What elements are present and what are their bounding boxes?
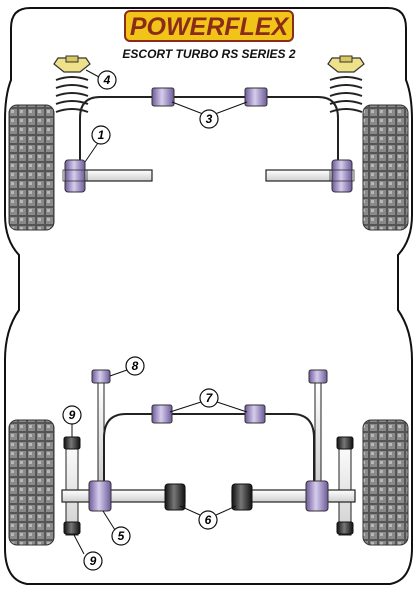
callout-1: 1 xyxy=(84,125,111,163)
rear-right-inner-arm-bush xyxy=(231,483,253,511)
callout-6: 6 xyxy=(179,505,237,530)
callout-9-upper: 9 xyxy=(62,405,82,437)
callout-9-upper-label: 9 xyxy=(69,408,76,422)
rear-right-drop-link xyxy=(314,382,322,484)
rear-left-inner-arm-bush xyxy=(164,483,186,511)
front-right-top-mount xyxy=(327,55,365,73)
front-right-wishbone-bush xyxy=(329,159,355,193)
callout-9-lower-label: 9 xyxy=(90,554,97,568)
rear-right-drop-link-bush xyxy=(308,369,328,384)
callout-3: 3 xyxy=(171,101,248,129)
car-body-outline xyxy=(4,7,413,585)
front-left-tyre xyxy=(8,104,55,231)
front-right-spring xyxy=(329,76,363,113)
front-arb-bush-left xyxy=(151,87,175,107)
callout-8-label: 8 xyxy=(132,359,139,373)
callout-1-label: 1 xyxy=(98,128,105,142)
callout-7-label: 7 xyxy=(206,391,214,405)
model-title: ESCORT TURBO RS SERIES 2 xyxy=(122,47,295,61)
callout-8: 8 xyxy=(109,356,145,377)
rear-left-shock xyxy=(63,436,81,536)
callout-7: 7 xyxy=(169,388,248,413)
front-left-spring xyxy=(55,76,89,113)
callout-4: 4 xyxy=(85,69,117,90)
rear-arb-bush-right xyxy=(244,404,266,424)
brand-name: POWERFLEX xyxy=(130,13,290,41)
rear-anti-roll-bar xyxy=(103,413,315,484)
callout-9-lower: 9 xyxy=(73,534,103,571)
front-left-wishbone-bush xyxy=(62,159,88,193)
front-arb-bush-right xyxy=(244,87,268,107)
front-right-tyre xyxy=(362,104,409,231)
callout-6-label: 6 xyxy=(205,513,212,527)
powerflex-logo: POWERFLEX xyxy=(124,10,294,42)
rear-left-tyre xyxy=(8,419,55,546)
rear-left-outer-arm-bush xyxy=(88,480,112,512)
rear-arb-bush-left xyxy=(151,404,173,424)
rear-right-tyre xyxy=(362,419,409,546)
callout-4-label: 4 xyxy=(103,73,111,87)
callout-3-label: 3 xyxy=(206,112,213,126)
rear-right-shock xyxy=(336,436,354,536)
rear-left-drop-link-bush xyxy=(91,369,111,384)
front-left-top-mount xyxy=(53,55,91,73)
callout-5-label: 5 xyxy=(118,529,125,543)
front-anti-roll-bar xyxy=(79,96,339,170)
rear-right-outer-arm-bush xyxy=(305,480,329,512)
callout-5: 5 xyxy=(102,510,131,546)
